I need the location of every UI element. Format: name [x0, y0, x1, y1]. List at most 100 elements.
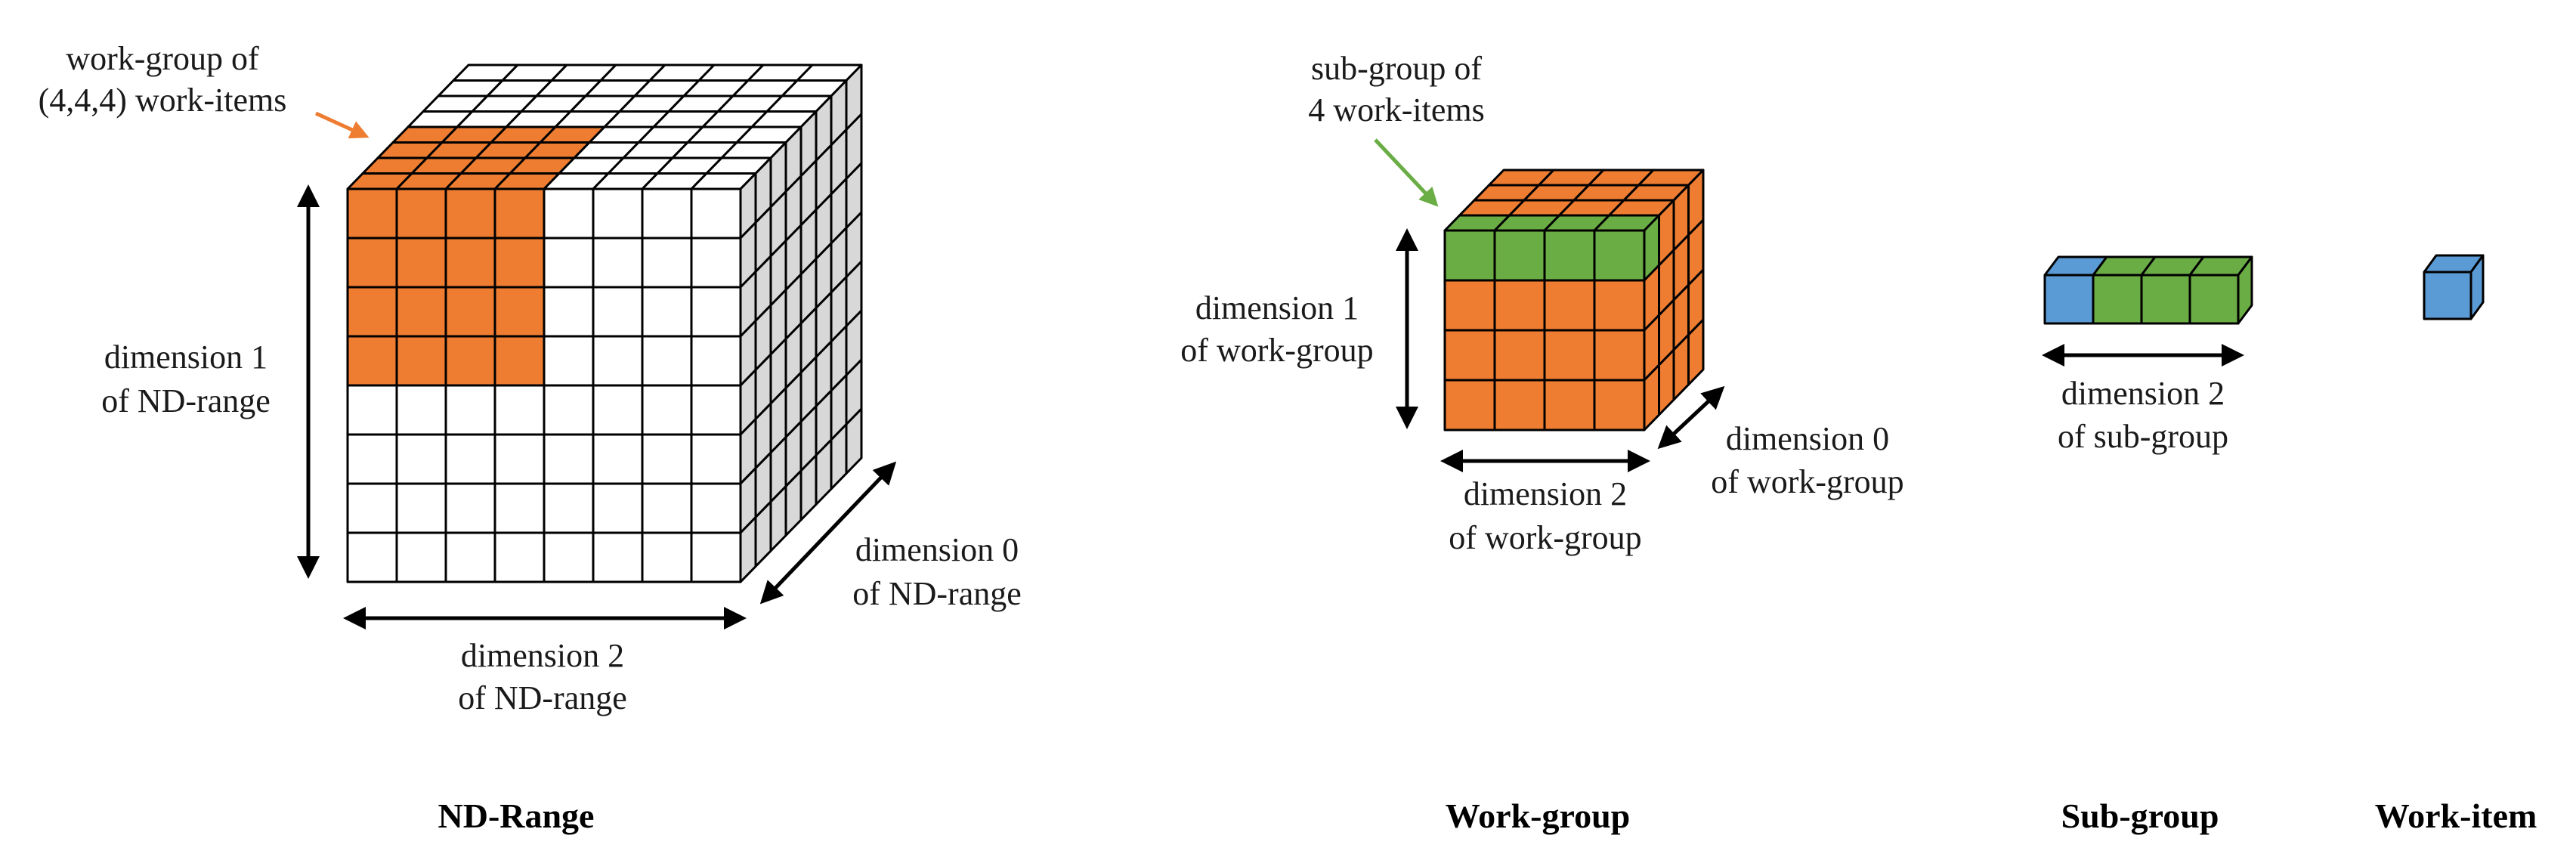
nd-front-cell [690, 433, 742, 485]
work-group-callout-arrow [314, 111, 370, 139]
nd-front-cell [592, 433, 644, 485]
nd-front-cell [444, 384, 496, 436]
nd-front-cell [592, 286, 644, 338]
sg-item-front [2140, 274, 2191, 325]
nd-front-cell [641, 384, 693, 436]
nd-front-cell [493, 187, 546, 240]
nd-front-cell [395, 335, 447, 387]
nd-front-cell [493, 237, 546, 289]
work-group-callout-line1: work-group of [66, 40, 259, 77]
wg-front-cell [1493, 229, 1546, 282]
wg-front-cell [1443, 329, 1496, 382]
sg-item-front [2188, 274, 2240, 325]
work-group-cube [1443, 169, 1705, 432]
sg-item-front [2043, 274, 2095, 325]
nd-dim2-label-line1: dimension 2 [461, 637, 624, 674]
work-group-caption: Work-group [1446, 797, 1631, 835]
wg-front-cell [1543, 279, 1596, 332]
nd-dim0-label-line1: dimension 0 [855, 531, 1019, 568]
work-group-callout-line2: (4,4,4) work-items [39, 82, 287, 119]
wg-front-cell [1593, 329, 1646, 382]
nd-dim0-arrow [759, 461, 897, 605]
nd-front-cell [346, 286, 398, 338]
nd-front-cell [592, 237, 644, 289]
sg-dim-label-line1: dimension 2 [2061, 375, 2225, 412]
nd-dim2-label-line2: of ND-range [458, 679, 627, 716]
nd-front-cell [493, 286, 546, 338]
nd-range-cube [346, 63, 863, 583]
sub-group-callout-line2: 4 work-items [1308, 91, 1484, 128]
nd-front-cell [395, 187, 447, 240]
nd-front-cell [493, 335, 546, 387]
nd-front-cell [346, 335, 398, 387]
nd-front-cell [592, 187, 644, 240]
wg-dim1-label-line1: dimension 1 [1195, 289, 1359, 326]
wg-front-cell [1443, 229, 1496, 282]
nd-front-cell [493, 482, 546, 534]
sg-item-front [2092, 274, 2143, 325]
nd-front-cell [592, 482, 644, 534]
nd-front-cell [346, 187, 398, 240]
nd-dim0-label-line2: of ND-range [852, 575, 1022, 612]
nd-front-cell [395, 286, 447, 338]
nd-front-cell [444, 286, 496, 338]
nd-front-cell [690, 384, 742, 436]
sub-group-caption: Sub-group [2061, 797, 2219, 835]
nd-front-cell [690, 237, 742, 289]
nd-front-cell [592, 531, 644, 583]
sg-dim-label-line2: of sub-group [2058, 418, 2228, 455]
nd-front-cell [690, 335, 742, 387]
work-item-caption: Work-item [2375, 797, 2537, 835]
nd-front-cell [543, 433, 595, 485]
nd-front-cell [690, 531, 742, 583]
nd-front-cell [346, 433, 398, 485]
nd-front-cell [395, 482, 447, 534]
wg-front-cell [1443, 379, 1496, 432]
wg-dim1-label-line2: of work-group [1180, 332, 1373, 369]
wg-front-cell [1543, 379, 1596, 432]
nd-front-cell [543, 286, 595, 338]
nd-front-cell [592, 335, 644, 387]
nd-front-cell [690, 482, 742, 534]
nd-front-cell [444, 482, 496, 534]
nd-front-cell [641, 286, 693, 338]
nd-front-cell [444, 433, 496, 485]
nd-front-cell [641, 237, 693, 289]
wg-dim2-label-line2: of work-group [1449, 519, 1641, 556]
wi-front [2423, 271, 2472, 320]
nd-front-cell [444, 531, 496, 583]
nd-front-cell [690, 286, 742, 338]
wg-front-cell [1593, 279, 1646, 332]
nd-front-cell [641, 482, 693, 534]
nd-range-caption: ND-Range [438, 797, 595, 835]
nd-front-cell [444, 335, 496, 387]
nd-front-cell [641, 531, 693, 583]
nd-front-cell [493, 531, 546, 583]
wg-front-cell [1543, 329, 1596, 382]
wg-dim0-label-line2: of work-group [1711, 463, 1903, 500]
nd-front-cell [690, 187, 742, 240]
nd-front-cell [543, 482, 595, 534]
work-item-cube [2423, 254, 2485, 320]
nd-front-cell [346, 237, 398, 289]
nd-front-cell [346, 384, 398, 436]
nd-front-cell [395, 237, 447, 289]
wg-front-cell [1493, 279, 1546, 332]
nd-front-cell [346, 482, 398, 534]
nd-front-cell [395, 433, 447, 485]
nd-front-cell [444, 237, 496, 289]
wg-dim2-label-line1: dimension 2 [1464, 475, 1627, 512]
nd-front-cell [346, 531, 398, 583]
nd-front-cell [592, 384, 644, 436]
nd-front-cell [641, 433, 693, 485]
nd-front-cell [543, 237, 595, 289]
wg-dim0-arrow [1657, 385, 1725, 450]
nd-front-cell [395, 384, 447, 436]
wg-front-cell [1493, 379, 1546, 432]
nd-front-cell [395, 531, 447, 583]
nd-front-cell [493, 433, 546, 485]
sub-group-callout-arrow [1374, 138, 1439, 207]
nd-front-cell [543, 531, 595, 583]
wg-dim0-label-line1: dimension 0 [1726, 420, 1889, 457]
